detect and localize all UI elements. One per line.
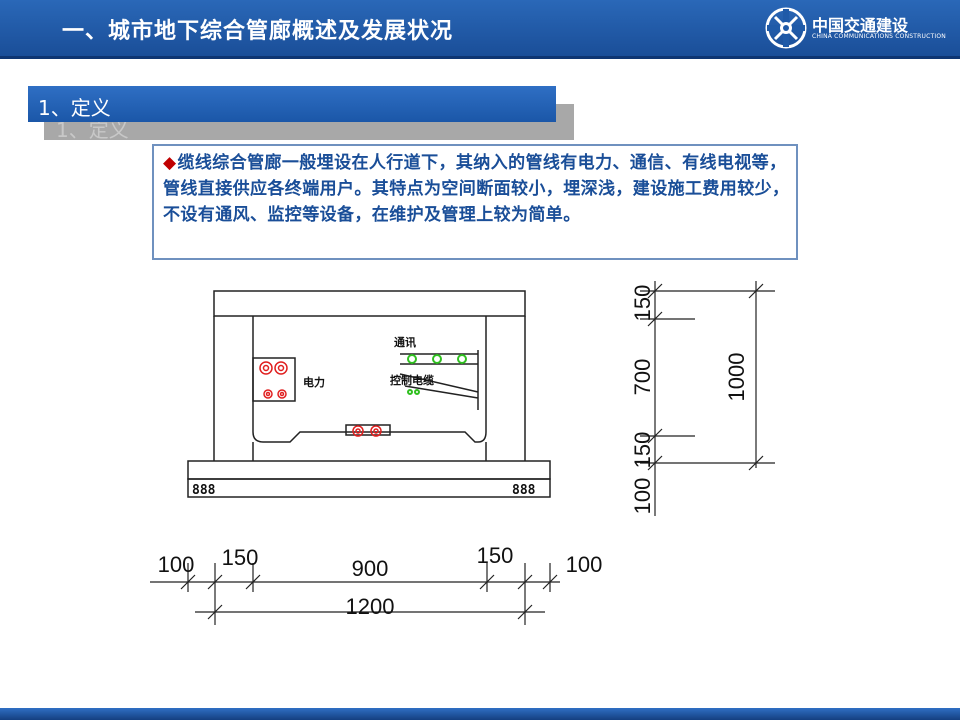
dim-v-base: 100 [630,478,655,515]
definition-paragraph: ◆缆线综合管廊一般埋设在人行道下，其纳入的管线有电力、通信、有线电视等，管线直接… [163,150,791,228]
definition-text: 缆线综合管廊一般埋设在人行道下，其纳入的管线有电力、通信、有线电视等，管线直接供… [163,153,790,225]
definition-box: ◆缆线综合管廊一般埋设在人行道下，其纳入的管线有电力、通信、有线电视等，管线直接… [152,144,798,260]
logo-english-name: CHINA COMMUNICATIONS CONSTRUCTION [812,33,946,40]
dim-v-bottom: 150 [630,432,655,469]
dim-v-total: 1000 [724,353,749,402]
page-title: 一、城市地下综合管廊概述及发展状况 [62,19,454,44]
power-label: 电力 [303,375,325,389]
section-shadow-label: 1、定义 [56,118,129,142]
diamond-bullet-icon: ◆ [163,153,177,173]
dim-v-top: 150 [630,285,655,322]
foundation-mark-left: 888 [192,483,216,498]
dim-h-total: 1200 [346,594,395,619]
section-label: 1、定义 [38,96,111,120]
header-divider [0,56,960,59]
ccc-emblem-icon [765,7,807,49]
section-tab: 1、定义 [28,86,556,122]
control-cable-label: 控制电缆 [390,373,434,387]
dim-h-right-wall: 150 [477,543,514,568]
dim-h-inner: 900 [352,556,389,581]
header-bar: 一、城市地下综合管廊概述及发展状况 中国交通建设 CHINA COMMUNICA… [0,0,960,56]
foundation-mark-right: 888 [512,483,536,498]
dim-v-middle: 700 [630,359,655,396]
footer-bar [0,708,960,720]
dim-h-left-outer: 100 [158,552,195,577]
telecom-label: 通讯 [394,336,416,349]
logo-chinese-name: 中国交通建设 [812,16,909,35]
dim-h-right-outer: 100 [566,552,603,577]
dim-h-left-wall: 150 [222,545,259,570]
company-logo: 中国交通建设 CHINA COMMUNICATIONS CONSTRUCTION [762,6,952,50]
